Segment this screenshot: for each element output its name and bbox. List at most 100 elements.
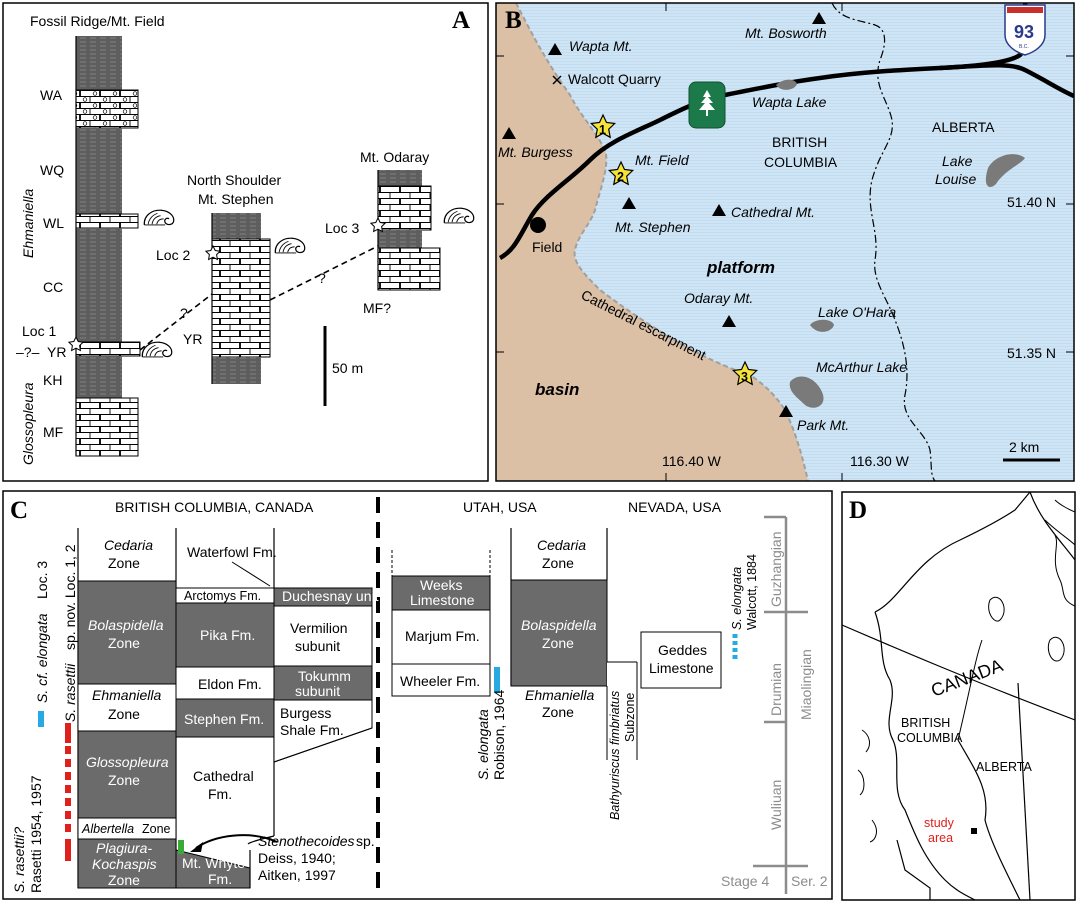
panel-c: C BRITISH COLUMBIA, CANADA UTAH, USA NEV… xyxy=(2,490,833,900)
unit-wq: WQ xyxy=(40,162,64,178)
provincial-border xyxy=(831,3,936,481)
panel-d: D CANADA BRITISH COLUMBIA ALBERTA study … xyxy=(841,491,1076,901)
sp-rasettii-loc: sp. nov. Loc. 1, 2 xyxy=(62,544,78,650)
col3-unit-mf: MF? xyxy=(363,300,391,316)
series-2: Ser. 2 xyxy=(791,873,828,889)
unit-tokumm: Tokumm xyxy=(298,668,351,684)
fm-cathedral: Cathedral xyxy=(193,768,254,784)
bc-zone-bolaspidella: Bolaspidella xyxy=(88,617,164,633)
fm-eldon: Eldon Fm. xyxy=(198,676,262,692)
site-star-1: 1 xyxy=(589,113,617,139)
label-mt-burgess: Mt. Burgess xyxy=(498,144,573,160)
col2-title-line1: North Shoulder xyxy=(187,172,282,188)
panel-d-letter: D xyxy=(849,497,867,524)
ut-s-elongata-range-bar xyxy=(494,667,500,693)
col2-unit-yr: YR xyxy=(183,331,202,347)
scale-label: 50 m xyxy=(332,360,363,376)
panel-a: A Fossil Ridge/Mt. Field WA WQ WL CC –?–… xyxy=(2,2,489,482)
loc3-label: Loc 3 xyxy=(325,220,359,236)
site-2-number: 2 xyxy=(617,170,624,184)
nv-sp-ref: Walcott, 1884 xyxy=(745,554,759,630)
highway-number: 93 xyxy=(1014,22,1034,42)
bc-zone-plagiura: Plagiura- xyxy=(96,840,152,856)
bc-zone-bolaspidella-zone: Zone xyxy=(108,635,140,651)
steno-label-d: Aitken, 1997 xyxy=(258,867,336,883)
nv-geddes-limestone: Limestone xyxy=(649,660,714,676)
label-d-alberta: ALBERTA xyxy=(976,760,1032,774)
label-columbia: COLUMBIA xyxy=(764,154,838,170)
bc-zone-column xyxy=(77,528,177,889)
fm-arctomys: Arctomys Fm. xyxy=(184,589,261,603)
arrow-head-icon xyxy=(190,842,203,852)
label-area: area xyxy=(928,831,953,845)
unit-kh: KH xyxy=(43,372,62,388)
unit-tokumm-sub: subunit xyxy=(295,683,340,699)
label-lake-louise-1: Lake xyxy=(942,153,973,169)
unit-burgess-fm: Shale Fm. xyxy=(280,722,344,738)
unit-yr: YR xyxy=(47,344,66,360)
cathedral-escarpment-line xyxy=(515,3,809,481)
zone-glossopleura: Glossopleura xyxy=(20,382,36,465)
bathy-label: Bathyuriscus fimbriatus xyxy=(608,691,622,820)
sp-cf-elongata-label: S. cf. elongata xyxy=(34,613,50,703)
ut-zone-bolaspidella: Bolaspidella xyxy=(521,617,597,633)
unit-vermilion-sub: subunit xyxy=(295,638,340,654)
fm-pika: Pika Fm. xyxy=(200,627,255,643)
site-star-3: 3 xyxy=(731,360,759,386)
bc-zone-albertella-zone: Zone xyxy=(142,822,171,836)
s-rasettii-range-bar xyxy=(65,723,71,743)
panel-c-letter: C xyxy=(10,497,28,524)
ut-sp-ref: Robison, 1964 xyxy=(491,689,507,780)
correlation-line-1 xyxy=(139,293,213,351)
sp-rasettii-query-label: S. rasettii? xyxy=(11,827,27,893)
label-lake-ohara: Lake O'Hara xyxy=(818,304,896,320)
col3-title: Mt. Odaray xyxy=(360,149,429,165)
loc1-label: Loc 1 xyxy=(22,323,56,339)
fm-mt-whyte: Mt. Whyte xyxy=(182,855,245,871)
s-rasettii-query-range-bar xyxy=(65,839,71,861)
header-nevada: NEVADA, USA xyxy=(628,499,722,515)
site-1-number: 1 xyxy=(599,123,606,137)
peak-icon xyxy=(548,43,562,55)
study-area-marker-icon xyxy=(971,828,977,834)
header-utah: UTAH, USA xyxy=(463,499,537,515)
peak-icon xyxy=(779,405,793,417)
unit-wa: WA xyxy=(40,87,63,103)
peak-icon xyxy=(712,204,726,216)
bathy-subzone: Subzone xyxy=(623,693,637,742)
stenothecoides-range-bar xyxy=(178,840,184,854)
bc-zone-glossopleura: Glossopleura xyxy=(86,754,169,770)
ut-zone-bolaspidella-zone: Zone xyxy=(542,635,574,651)
bc-zone-ehmaniella-zone: Zone xyxy=(108,706,140,722)
header-bc: BRITISH COLUMBIA, CANADA xyxy=(115,499,314,515)
steno-label-b: sp. xyxy=(356,833,375,849)
label-platform: platform xyxy=(706,258,775,277)
panel-b-letter: B xyxy=(505,7,522,34)
bc-zone-glossopleura-zone: Zone xyxy=(108,772,140,788)
label-lon-11640: 116.40 W xyxy=(662,453,722,469)
bc-zone-albertella: Albertella xyxy=(81,822,134,836)
label-mt-bosworth: Mt. Bosworth xyxy=(745,25,827,41)
town-dot-icon xyxy=(530,217,546,233)
nv-geddes-box xyxy=(640,631,722,689)
ut-zone-ehmaniella-zone: Zone xyxy=(542,704,574,720)
label-d-columbia: COLUMBIA xyxy=(897,731,963,745)
label-lat-5140: 51.40 N xyxy=(1007,194,1056,210)
unit-yr-prefix: –?– xyxy=(16,344,40,360)
sp-cf-elongata-loc: Loc. 3 xyxy=(34,561,50,599)
label-walcott-quarry: Walcott Quarry xyxy=(568,71,661,87)
peak-icon xyxy=(502,127,516,139)
fm-waterfowl: Waterfowl Fm. xyxy=(187,544,277,560)
label-cathedral-mt: Cathedral Mt. xyxy=(731,204,815,220)
peak-icon xyxy=(722,315,736,327)
bc-zone-cedaria-zone: Zone xyxy=(108,555,140,571)
quarry-x-icon xyxy=(552,75,562,85)
label-park-mt: Park Mt. xyxy=(797,417,849,433)
stage-4: Stage 4 xyxy=(721,873,769,889)
label-d-british: BRITISH xyxy=(901,716,950,730)
label-mt-field: Mt. Field xyxy=(635,152,690,168)
stage-guzhangian: Guzhangian xyxy=(768,531,784,607)
loc3-star-icon xyxy=(369,216,387,233)
highway-93 xyxy=(939,63,1074,99)
